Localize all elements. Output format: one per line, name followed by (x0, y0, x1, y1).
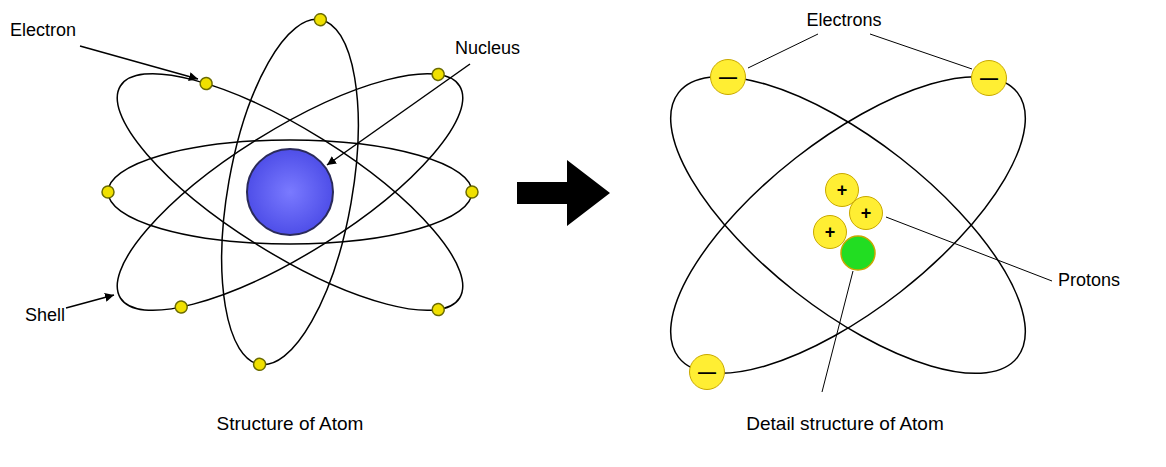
electron-dot (430, 66, 447, 83)
charge-sign: — (698, 363, 716, 381)
nucleus (247, 149, 333, 235)
electron-particle: — (689, 354, 725, 390)
transition-arrow (517, 160, 610, 226)
electron-dot (198, 75, 215, 92)
shell-orbit (88, 33, 493, 350)
pointer-arrow (327, 64, 470, 165)
electron-particle: — (710, 59, 746, 95)
pointer-arrow (66, 295, 114, 308)
shell-orbit (88, 33, 493, 350)
leader-line (748, 34, 818, 68)
electron-particle: — (971, 60, 1007, 96)
electron-dot (173, 299, 190, 316)
charge-sign: + (825, 223, 836, 241)
charge-sign: + (837, 181, 848, 199)
shell-orbit (626, 26, 1070, 425)
part-label: Nucleus (455, 38, 520, 59)
leader-line (822, 271, 853, 392)
electron-dot (253, 357, 267, 371)
figure-caption: Structure of Atom (217, 413, 364, 435)
electron-dot (466, 186, 478, 198)
electron-dot (430, 301, 447, 318)
shell-orbit (199, 9, 382, 375)
leader-line (870, 34, 972, 69)
proton-particle: + (849, 196, 883, 230)
proton-particle: + (813, 215, 847, 249)
charge-sign: — (719, 68, 737, 86)
shell-orbit (108, 140, 472, 244)
shell-orbit (626, 26, 1070, 425)
pointer-arrow (80, 46, 198, 79)
electron-dot (102, 186, 114, 198)
part-label: Protons (1058, 270, 1120, 291)
part-label: Electron (10, 20, 76, 41)
part-label: Electrons (806, 10, 881, 31)
part-label: Shell (25, 305, 65, 326)
electron-dot (313, 13, 327, 27)
leader-line (886, 217, 1052, 281)
charge-sign: + (861, 204, 872, 222)
figure-caption: Detail structure of Atom (746, 413, 943, 435)
charge-sign: — (980, 69, 998, 87)
neutron (841, 236, 875, 270)
